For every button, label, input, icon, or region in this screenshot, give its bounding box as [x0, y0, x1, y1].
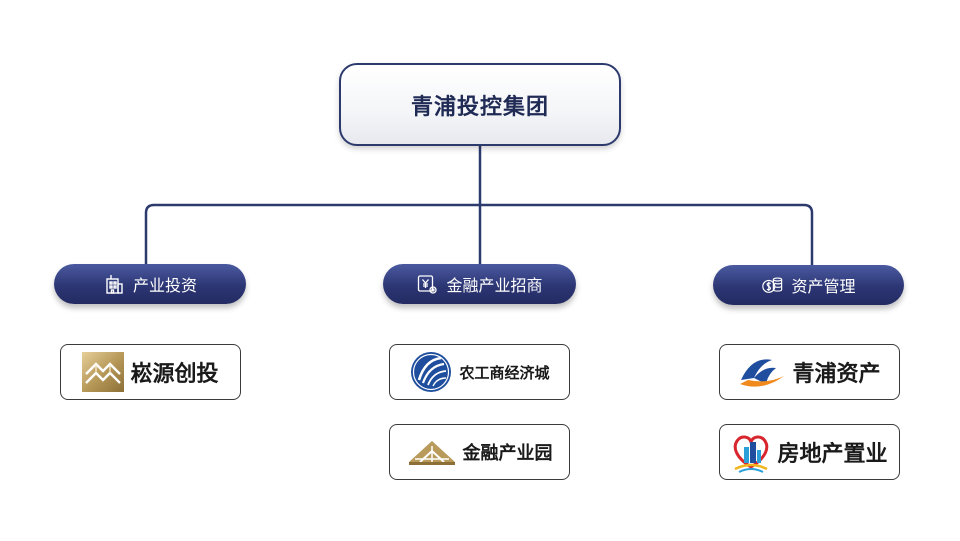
gold-roof-logo [407, 438, 457, 466]
branch-label: 资产管理 [791, 277, 856, 296]
blue-globe-logo [409, 350, 453, 394]
branch-asset-management: 资产管理 [713, 265, 904, 305]
company-card-qingpu-asset: 青浦资产 [719, 344, 900, 400]
blue-orange-swoosh-logo [738, 354, 786, 390]
company-card-real-estate: 房地产置业 [719, 424, 900, 480]
company-name: 农工商经济城 [459, 363, 550, 382]
company-card-nonggongshang: 农工商经济城 [389, 344, 570, 400]
coins-icon [761, 274, 783, 296]
company-name: 崧源创投 [130, 362, 219, 387]
gold-pyramid-logo [82, 352, 125, 392]
branch-finance-investment-promotion: 金融产业招商 [383, 264, 576, 304]
finance-settings-icon [416, 273, 438, 295]
branch-label: 金融产业招商 [446, 276, 543, 295]
company-name: 金融产业园 [462, 443, 553, 464]
building-icon [103, 273, 125, 295]
heart-building-logo [731, 431, 771, 473]
root-node: 青浦投控集团 [339, 63, 621, 146]
branch-industry-investment: 产业投资 [54, 264, 246, 304]
company-name: 房地产置业 [777, 442, 888, 467]
company-card-songyuan: 崧源创投 [60, 344, 241, 400]
root-title: 青浦投控集团 [410, 94, 549, 120]
company-name: 青浦资产 [792, 362, 881, 387]
company-card-finance-park: 金融产业园 [389, 424, 570, 480]
branch-label: 产业投资 [132, 276, 197, 295]
